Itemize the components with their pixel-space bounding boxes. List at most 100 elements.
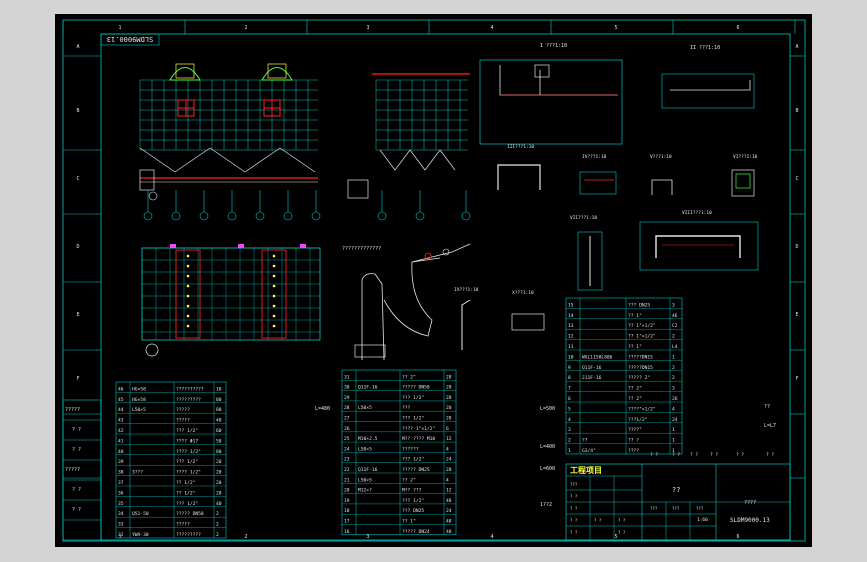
view-i-title: I ???1:10 [540, 43, 567, 49]
detail-view-vi: VI???1:10 [731, 154, 758, 197]
bom-cell: ?? 1/2" [176, 490, 195, 496]
axis-bubble [199, 211, 209, 221]
bom-cell: Q11F-16 [358, 385, 378, 391]
bom-cell: 18 [344, 508, 350, 514]
bom-cell: 80 [216, 449, 222, 455]
bom-cell: ????? 2" [628, 375, 650, 381]
bom-cell: 48 [446, 529, 452, 535]
bom-cell: ?? 2" [402, 374, 416, 380]
bom-cell: G3/4" [582, 448, 596, 454]
bom-cell: L50×5 [132, 407, 146, 413]
bom-cell: L50×5 [358, 477, 372, 483]
bom-cell: ???? 1/2" [176, 449, 201, 455]
bom-cell: ?????DN15 [628, 365, 653, 371]
bom-cell: 2 [672, 334, 675, 340]
bom-cell: ????????? [176, 397, 201, 403]
bom-cell: 24 [344, 446, 350, 452]
bom-cell: 2 [672, 375, 675, 381]
bom-cell: 29 [344, 395, 350, 401]
bom-cell: 38 [118, 470, 124, 476]
plan-nozzle [186, 324, 190, 328]
bom-cell: 2 [216, 532, 219, 538]
company-name: ???? [744, 500, 756, 506]
view-vi-title: VI???1:10 [733, 154, 758, 160]
bom-cell: 28 [344, 405, 350, 411]
bom-cell: M?? ???? M10 [402, 436, 435, 442]
bom-cell: 20 [216, 459, 222, 465]
border-row-label: F [76, 376, 79, 382]
bom-cell: M10×2.5 [358, 436, 378, 442]
bom-cell: ??? 1/2" [402, 416, 424, 422]
drawing-name: ?? [672, 486, 680, 494]
bom-cell: ???1/2" [628, 417, 647, 423]
bom-cell: 14 [568, 313, 574, 319]
bom-cell: ?????DN15 [628, 354, 653, 360]
strip-label: ? ? [72, 487, 81, 493]
bom-cell: 80 [216, 397, 222, 403]
border-row-label: C [795, 176, 798, 182]
bom-cell: 28 [446, 395, 452, 401]
table-header: ? ? [690, 452, 698, 458]
bom-cell: 1 [672, 427, 675, 433]
bom-cell: ?? 1"×1/2" [628, 334, 656, 340]
bom-cell: ??? 1/2" [402, 498, 424, 504]
bom-cell: L4 [672, 344, 678, 350]
table-header: ? ? [672, 452, 680, 458]
detail-view-v: V???1:10 [650, 154, 673, 195]
bom-cell: 32 [118, 532, 124, 538]
bom-cell: 12 [446, 488, 452, 494]
bom-cell: 3??? [132, 470, 143, 476]
bom-cell: 1 [672, 438, 675, 444]
bom-cell: Q11F-16 [358, 467, 378, 473]
bom-cell: ?? 2" [402, 477, 416, 483]
axis-bubble [311, 211, 321, 221]
bom-cell: 42 [118, 428, 124, 434]
title-cell: ??? [672, 506, 680, 511]
border-col-label: 3 [366, 25, 369, 31]
bom-cell: 30 [344, 385, 350, 391]
title-block: 工程项目 ?? ???? SLDM9000.13 1:60 ??? ??? ??… [565, 463, 791, 541]
bom-cell: 45 [118, 397, 124, 403]
bom-cell: 16 [344, 529, 350, 535]
axis-bubble [227, 211, 237, 221]
title-cell: ? ? [570, 518, 578, 523]
axis-bubble [171, 211, 181, 221]
bom-table-frame [115, 381, 227, 539]
axis-bubble [283, 211, 293, 221]
border-col-label: 5 [614, 534, 617, 540]
bom-cell: 46 [672, 313, 678, 319]
border-col-label: 1 [118, 25, 121, 31]
border-row-label: B [76, 108, 79, 114]
bom-table-frame [565, 297, 683, 455]
bom-cell: 48 [446, 498, 452, 504]
bom-cell: 36 [118, 490, 124, 496]
bom-cell: ?????? [402, 446, 419, 452]
bom-cell: 13 [568, 323, 574, 329]
detail-view-ii: II ???1:10 [661, 45, 755, 109]
bom-cell: 17 [344, 519, 350, 525]
bom-cell: ????? DN50 [402, 385, 430, 391]
border-col-label: 6 [736, 25, 739, 31]
bom-cell: 46 [118, 386, 124, 392]
bom-cell: 15 [568, 302, 574, 308]
bom-cell: 4 [672, 406, 675, 412]
plan-view [141, 244, 321, 357]
title-cell: ??? [650, 506, 658, 511]
bom-cell: 60 [216, 428, 222, 434]
bom-cell: ??? [402, 405, 411, 411]
bom-cell: 20 [216, 480, 222, 486]
bom-cell: 12 [568, 334, 574, 340]
strip-label: ? ? [72, 427, 81, 433]
bom-cell: ???? Φ17 [176, 438, 198, 444]
view-viii-title: VIII???1:10 [682, 210, 712, 216]
plan-nozzle [186, 284, 190, 288]
stamp-text: SLDM9000.13 [107, 35, 153, 43]
bom-cell: 4 [446, 446, 449, 452]
bom-cell: 37 [118, 480, 124, 486]
title-cell: ? ? [618, 530, 626, 535]
bom-cell: 2 [216, 522, 219, 528]
table-header: ? ? [710, 452, 718, 458]
border-col-label: 1 [118, 534, 121, 540]
view-v-title: V???1:10 [650, 154, 672, 160]
